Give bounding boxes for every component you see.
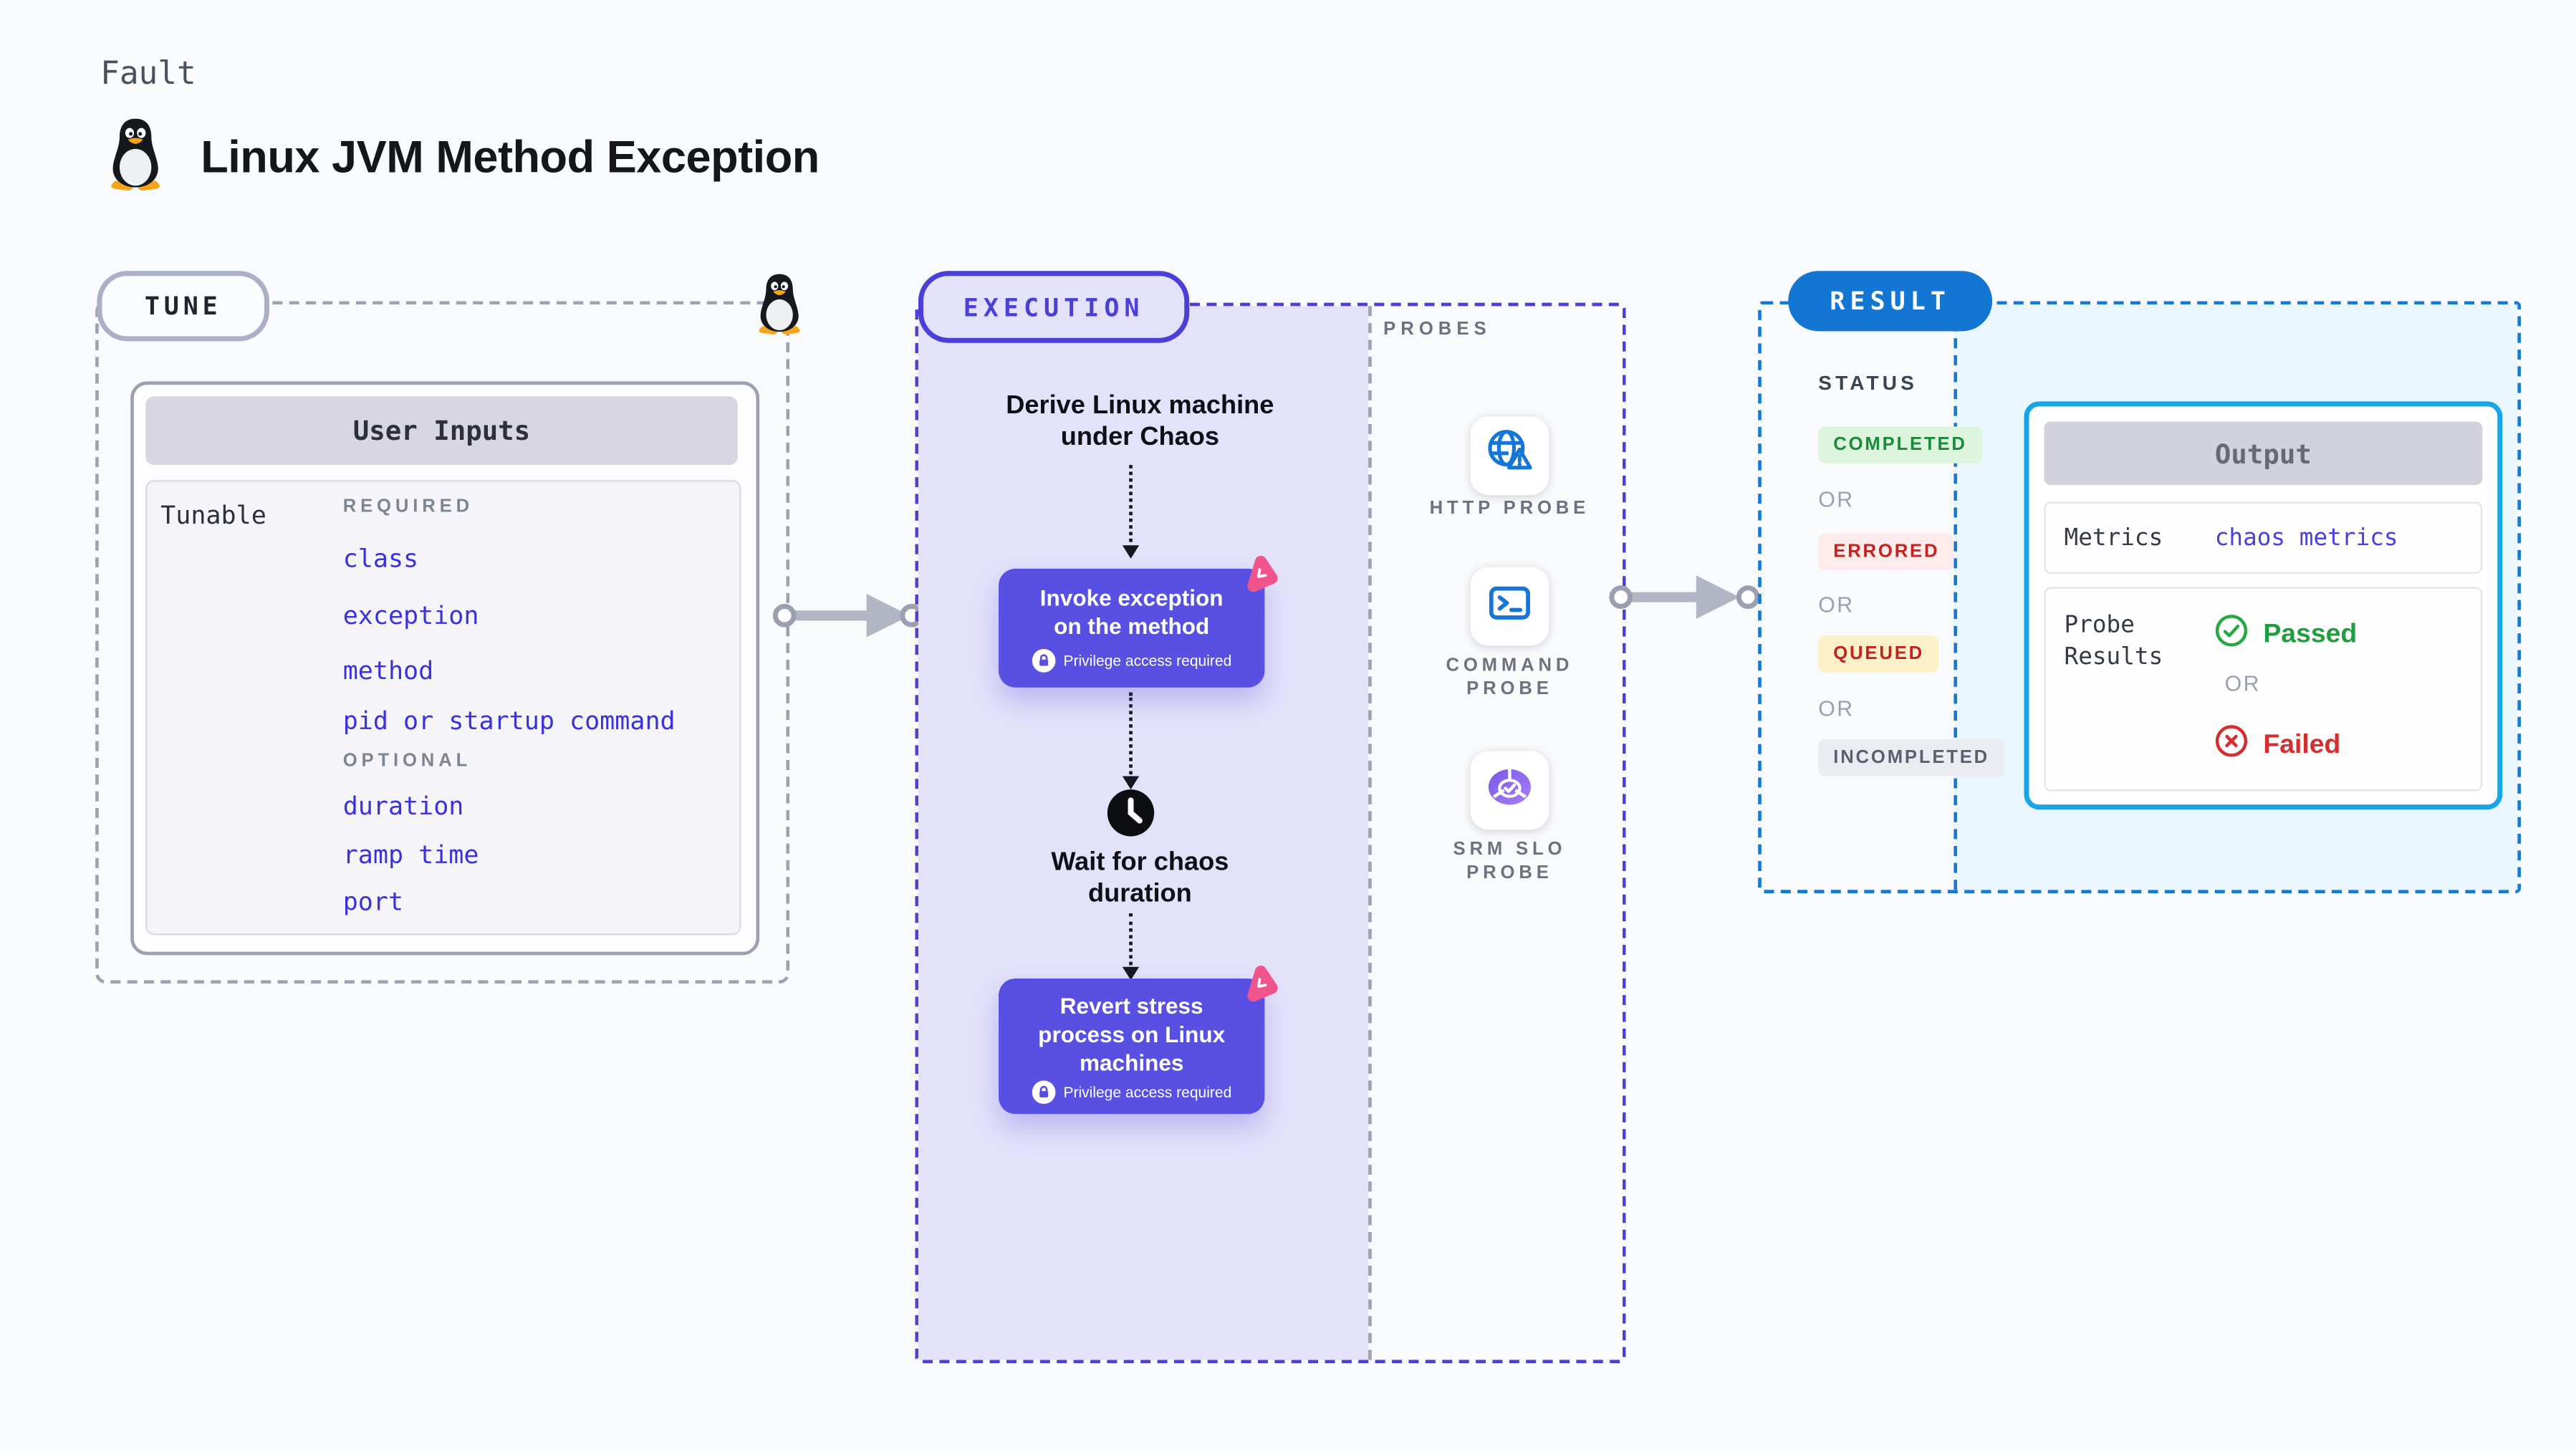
- privilege-note: Privilege access required: [1063, 652, 1232, 670]
- check-circle-icon: [2213, 612, 2249, 658]
- wait-step-text: Wait for chaos duration: [1051, 847, 1229, 908]
- tunable-link-class[interactable]: class: [342, 543, 419, 574]
- passed-row: Passed: [2213, 612, 2357, 658]
- globe-alert-icon: [1484, 425, 1535, 486]
- status-or-1: OR: [1818, 486, 1855, 512]
- srm-slo-probe-card: [1470, 751, 1549, 830]
- flow-arrowhead-2: [1122, 776, 1140, 790]
- metrics-label: Metrics: [2064, 524, 2163, 552]
- optional-group-label: OPTIONAL: [342, 751, 472, 771]
- status-badge-incompleted: INCOMPLETED: [1818, 739, 2005, 777]
- tunable-link-port[interactable]: port: [342, 886, 404, 917]
- x-circle-icon: [2213, 723, 2249, 768]
- command-probe-card: [1470, 567, 1549, 646]
- slo-donut-icon: [1484, 760, 1535, 820]
- probes-column-label: PROBES: [1383, 319, 1491, 340]
- flow-arrowhead-3: [1122, 966, 1140, 981]
- status-heading: STATUS: [1818, 371, 1918, 395]
- status-or-3: OR: [1818, 696, 1855, 721]
- chaos-fault-icon: [1236, 961, 1280, 1006]
- status-badge-completed: COMPLETED: [1818, 426, 1982, 463]
- tunable-link-ramp-time[interactable]: ramp time: [342, 840, 479, 870]
- tunable-link-pid-or-startup-command[interactable]: pid or startup command: [342, 706, 676, 736]
- failed-row: Failed: [2213, 723, 2340, 768]
- tunable-link-duration[interactable]: duration: [342, 791, 464, 822]
- status-or-2: OR: [1818, 592, 1855, 617]
- fault-eyebrow: Fault: [100, 55, 196, 92]
- privilege-note: Privilege access required: [1063, 1084, 1232, 1101]
- probes-separator: [1368, 306, 1372, 1360]
- user-inputs-header: User Inputs: [145, 396, 738, 466]
- tune-to-execution-arrow: [772, 592, 923, 639]
- output-card: Output Metrics chaos metrics Probe Resul…: [2024, 401, 2503, 810]
- execution-to-result-arrow: [1609, 574, 1760, 620]
- execution-flow-area: [918, 306, 1369, 1360]
- execution-pill: EXECUTION: [918, 271, 1190, 343]
- required-group-label: REQUIRED: [342, 496, 474, 517]
- tux-penguin-icon: [102, 117, 168, 198]
- terminal-icon: [1484, 576, 1535, 636]
- status-badge-queued: QUEUED: [1818, 635, 1940, 673]
- status-badge-errored: ERRORED: [1818, 533, 1955, 571]
- derive-step-text: Derive Linux machine under Chaos: [1006, 391, 1274, 452]
- title-row: Linux JVM Method Exception: [102, 117, 820, 198]
- probe-results-label: Probe Results: [2064, 612, 2163, 671]
- tux-penguin-icon-small: [751, 273, 807, 343]
- http-probe-card: [1470, 416, 1549, 496]
- revert-stress-node: Revert stress process on Linux machines …: [999, 979, 1265, 1115]
- lock-icon: [1032, 1080, 1055, 1105]
- tunable-link-exception[interactable]: exception: [342, 600, 479, 631]
- failed-text: Failed: [2263, 730, 2341, 759]
- flow-dotted-line-2: [1129, 692, 1133, 775]
- srm-slo-probe-label: SRM SLO PROBE: [1453, 840, 1567, 883]
- tunable-row-label: Tunable: [160, 500, 266, 531]
- wait-clock-icon: [1106, 788, 1156, 847]
- chaos-metrics-link[interactable]: chaos metrics: [2214, 524, 2398, 552]
- invoke-exception-node: Invoke exception on the method Privilege…: [999, 568, 1265, 688]
- user-inputs-body: [145, 480, 741, 936]
- execution-section-box: [915, 302, 1626, 1364]
- lock-icon: [1032, 649, 1055, 673]
- passed-text: Passed: [2263, 620, 2358, 648]
- page-title: Linux JVM Method Exception: [201, 132, 820, 183]
- chaos-fault-icon: [1236, 552, 1280, 596]
- http-probe-label: HTTP PROBE: [1429, 498, 1590, 519]
- metrics-row: Metrics chaos metrics: [2044, 501, 2483, 574]
- command-probe-label: COMMAND PROBE: [1446, 655, 1574, 700]
- tune-pill: TUNE: [97, 271, 269, 342]
- flow-dotted-line-3: [1129, 913, 1133, 966]
- tunable-link-method[interactable]: method: [342, 655, 434, 686]
- output-header: Output: [2044, 421, 2483, 486]
- output-or: OR: [2224, 670, 2261, 696]
- probe-results-box: Probe Results Passed OR Failed: [2044, 587, 2483, 792]
- flow-dotted-line-1: [1129, 465, 1133, 542]
- tune-section-box: [95, 301, 790, 984]
- flow-arrowhead-1: [1122, 545, 1140, 559]
- result-pill: RESULT: [1788, 271, 1993, 332]
